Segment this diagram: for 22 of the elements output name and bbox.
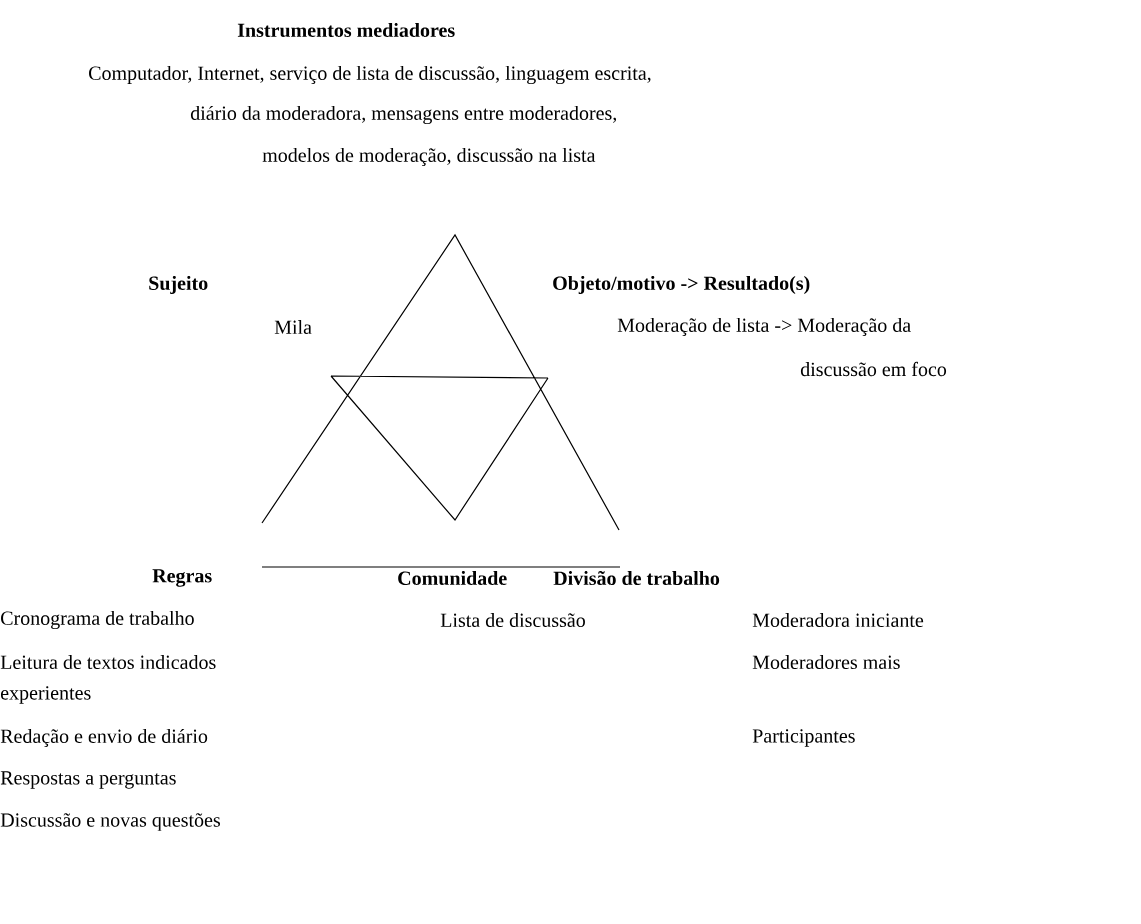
label-text: diário da moderadora, mensagens entre moderadores, — [190, 105, 617, 125]
label-text: modelos de moderação, discussão na lista — [262, 147, 596, 167]
label-text: Redação e envio de diário — [0, 728, 208, 748]
heading: Sujeito — [149, 275, 208, 295]
heading: Objeto/motivo -> Resultado(s) — [553, 275, 810, 295]
heading: Instrumentos mediadores — [237, 22, 455, 38]
label-text: Discussão e novas questões — [0, 813, 220, 831]
label-text: discussão em foco — [800, 361, 947, 377]
heading: Comunidade — [398, 570, 507, 586]
label-text: Moderadora iniciante — [752, 612, 924, 628]
label-text: Computador, Internet, serviço de lista de discussão, linguagem escrita, — [89, 65, 651, 85]
label-text: Cronograma de trabalho — [1, 610, 194, 630]
label-text: Participantes — [752, 729, 855, 747]
label-text: Respostas a perguntas — [0, 771, 176, 789]
label-text: Moderação de lista -> Moderação da — [617, 317, 911, 337]
heading: Regras — [152, 569, 212, 587]
label-text: Moderadores mais — [752, 654, 900, 670]
heading: Divisão de trabalho — [553, 570, 720, 586]
label-text: Leitura de textos indicados — [0, 654, 216, 670]
label-text: Lista de discussão — [440, 612, 585, 628]
label-text: experientes — [1, 686, 91, 704]
label-text: Mila — [274, 319, 312, 335]
